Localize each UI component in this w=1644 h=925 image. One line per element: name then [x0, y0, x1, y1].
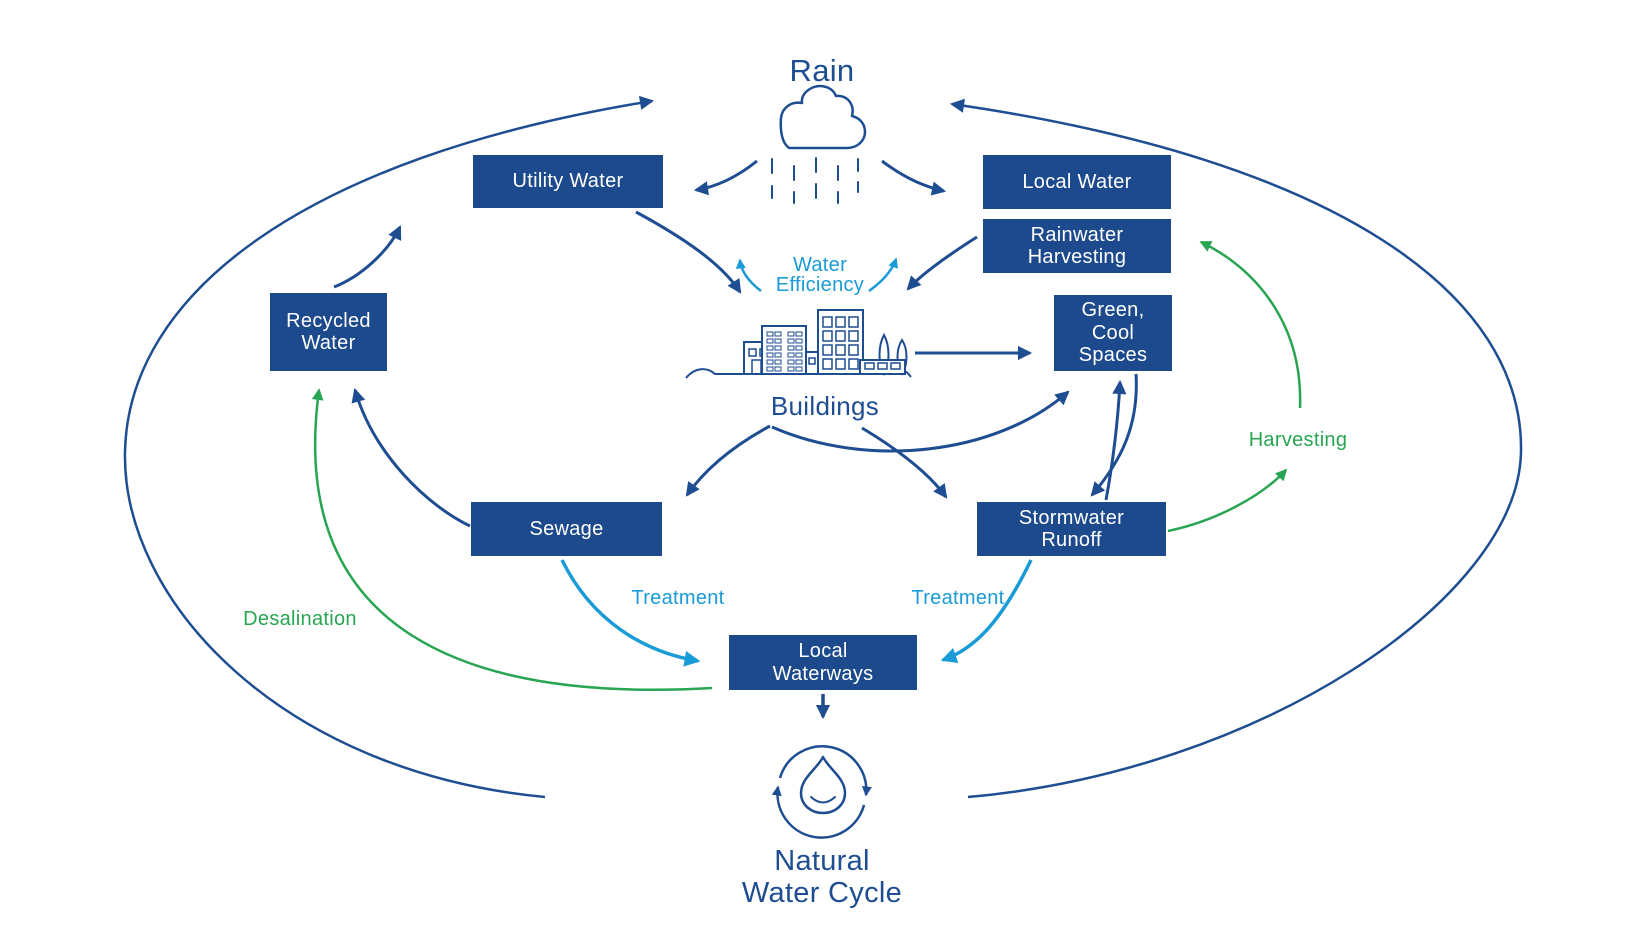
harvesting-label: Harvesting — [1248, 429, 1348, 451]
arrow-desalination-to-recycled-water — [311, 388, 713, 691]
arrow-rain-to-local-water — [881, 159, 947, 196]
arrow-buildings-to-green-cool-spaces-curved — [771, 390, 1070, 453]
arrow-buildings-to-sewage — [685, 424, 771, 497]
node-rainwater-harvesting: Rainwater Harvesting — [983, 219, 1171, 273]
mid-building — [817, 309, 864, 375]
cycle-arc-top — [778, 745, 872, 797]
low-building — [859, 359, 906, 375]
cycle-arc-bottom — [771, 785, 866, 839]
arrow-outer-left — [123, 95, 655, 799]
node-utility-water: Utility Water — [473, 155, 663, 208]
treatment-left-label: Treatment — [631, 587, 725, 609]
arrow-recycled-water-to-utility-water — [333, 225, 402, 289]
node-stormwater-runoff: Stormwater Runoff — [977, 502, 1166, 556]
water-drop — [799, 755, 847, 815]
water-efficiency-label: Water Efficiency — [775, 254, 865, 296]
node-green-cool-spaces: Green, Cool Spaces — [1054, 295, 1172, 371]
arrow-green-cool-spaces-to-stormwater — [1090, 373, 1138, 497]
arrow-sewage-to-recycled-water — [351, 387, 471, 528]
node-sewage: Sewage — [471, 502, 662, 556]
arrow-harvesting-to-rainwater-harvesting — [1199, 240, 1302, 409]
arrow-stormwater-to-harvesting — [1167, 468, 1288, 533]
drop-smile — [810, 796, 836, 804]
arrow-buildings-to-stormwater — [861, 426, 948, 499]
buildings-icon — [685, 309, 912, 379]
arrow-outer-right — [949, 98, 1523, 799]
connector-building — [805, 351, 819, 375]
arrow-stormwater-to-green-cool-spaces — [1104, 379, 1127, 501]
arrow-rainwater-harvesting-to-buildings — [906, 235, 978, 291]
treatment-right-label: Treatment — [911, 587, 1005, 609]
arrow-sewage-treatment-to-waterways — [560, 559, 701, 667]
node-local-water: Local Water — [983, 155, 1171, 209]
rain-streaks — [771, 157, 859, 204]
arrow-rain-to-utility-water — [693, 159, 758, 196]
rain-label: Rain — [789, 53, 855, 88]
arrow-water-efficiency-right — [868, 257, 899, 293]
rain-cloud-icon — [771, 84, 867, 204]
arrow-utility-water-to-buildings — [635, 210, 742, 294]
arrow-stormwater-treatment-to-waterways — [940, 559, 1033, 663]
arrow-water-efficiency-left — [735, 258, 762, 292]
node-local-waterways: Local Waterways — [729, 635, 917, 690]
node-recycled-water: Recycled Water — [270, 293, 387, 371]
natural-water-cycle-label: Natural Water Cycle — [741, 845, 903, 910]
buildings-label: Buildings — [770, 391, 880, 421]
desalination-label: Desalination — [243, 608, 357, 630]
water-drop-cycle-icon — [771, 745, 872, 839]
